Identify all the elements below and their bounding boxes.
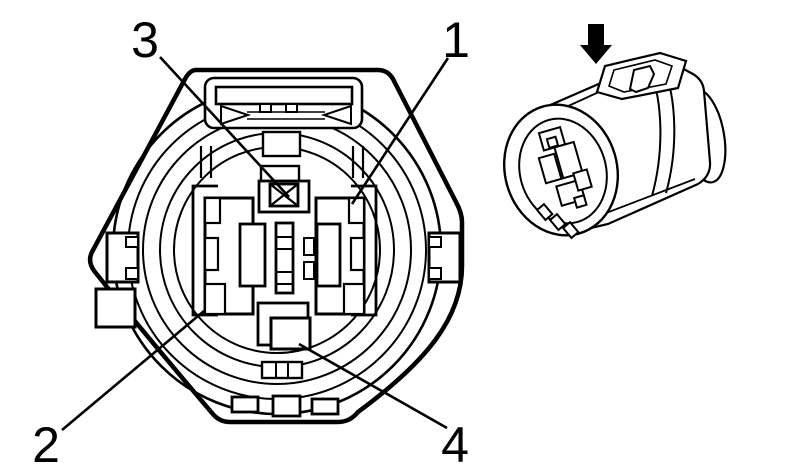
index-key-cross-line	[269, 183, 299, 207]
lock-slot-wedge-right	[320, 104, 352, 126]
bottom-slot-right	[310, 397, 340, 416]
index-key-cross	[257, 179, 311, 214]
side-tab-step	[125, 236, 139, 248]
side-tab-step	[428, 267, 442, 280]
terminal-blade-left	[238, 222, 267, 288]
cavity-cell	[537, 152, 563, 185]
bottom-slot-center	[271, 394, 302, 418]
connector-face-view	[87, 67, 465, 425]
lock-tab-3d	[595, 51, 688, 101]
rim-tab	[561, 220, 580, 240]
terminal-blade-right	[315, 222, 342, 288]
side-tabs	[94, 231, 462, 329]
rim-tab	[548, 212, 567, 232]
lock-slot-top	[203, 76, 364, 130]
key-notch	[303, 237, 315, 256]
cavity-step	[342, 282, 366, 316]
rim-tab	[535, 202, 554, 222]
terminal-block	[191, 184, 378, 317]
callout-line-4	[298, 342, 448, 430]
callout-line-1	[350, 57, 450, 205]
callout-label-3: 3	[131, 12, 159, 68]
cavity-step	[347, 196, 366, 225]
lock-slot-notch-right	[285, 103, 298, 113]
cavity-step	[203, 196, 222, 225]
cavity-cell	[545, 135, 560, 150]
callout-label-2: 2	[32, 417, 60, 464]
center-key-column	[274, 221, 295, 295]
side-block-left	[94, 287, 137, 329]
bottom-keyway	[260, 360, 304, 380]
cavity-step	[203, 282, 227, 316]
keyway-upper	[261, 130, 302, 158]
connector-3d-view	[502, 24, 727, 240]
cavity-cell	[572, 194, 588, 209]
lock-tab-frame	[608, 59, 674, 93]
front-rim-inner	[518, 117, 608, 225]
front-cavity-detail	[537, 125, 593, 209]
rim-tabs	[535, 202, 580, 240]
callout-label-1: 1	[442, 12, 470, 68]
cavity-cell	[572, 168, 593, 192]
lock-slot-notch-left	[259, 103, 272, 113]
lock-slot-wedge-left	[220, 104, 252, 126]
callout-line-3	[159, 56, 290, 198]
cavity-step	[203, 236, 220, 272]
pin4-inner-box	[269, 316, 312, 351]
bottom-slots	[230, 394, 340, 418]
cavity-step	[349, 236, 366, 272]
bottom-keyway-box	[260, 360, 304, 380]
side-tab-step	[125, 267, 139, 280]
key-notch	[303, 261, 315, 280]
pin4-housing	[256, 301, 312, 351]
callouts: 1 2 3 4	[32, 12, 470, 464]
bottom-slot-left	[230, 395, 260, 414]
corner-slots	[199, 146, 365, 178]
side-tab-step	[428, 236, 442, 248]
callout-line-2	[61, 310, 205, 431]
down-arrow-icon	[580, 24, 612, 64]
lock-tab-latch	[628, 64, 656, 94]
lock-slot-bar	[214, 85, 354, 106]
callout-label-4: 4	[441, 417, 469, 464]
